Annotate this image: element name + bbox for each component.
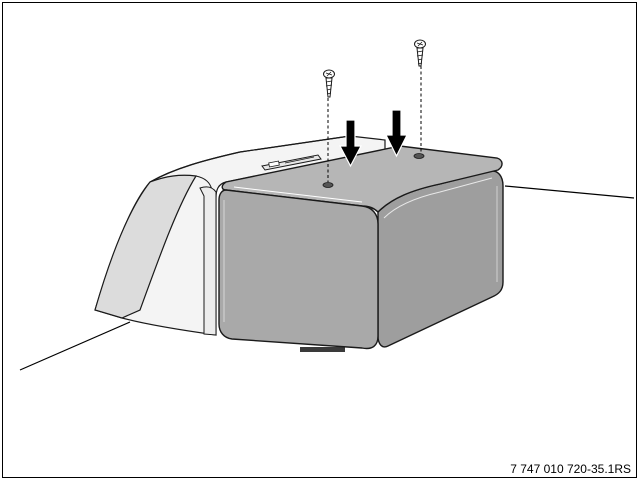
figure-code: 7 747 010 720-35.1RS xyxy=(510,462,631,476)
cover-screw-hole-left xyxy=(322,182,334,188)
boiler-unit-side-panel xyxy=(94,174,198,319)
handle-slot-icon xyxy=(261,154,322,171)
boiler-unit-front-strip xyxy=(199,186,217,336)
screw-icon xyxy=(323,69,335,98)
screw-icon xyxy=(414,39,426,67)
cover-front-face xyxy=(218,189,379,350)
cover-side-highlight xyxy=(383,177,493,219)
down-arrow-icon xyxy=(339,119,362,168)
boiler-unit-top-edge xyxy=(149,135,351,183)
down-arrow-icon xyxy=(385,109,408,158)
boiler-unit-base xyxy=(300,347,345,352)
cover-top-face xyxy=(221,145,503,213)
protective-cover xyxy=(218,145,504,350)
screw-guide-lines xyxy=(327,66,422,182)
floor-lines xyxy=(19,185,635,371)
floor-line-left xyxy=(19,321,131,371)
cover-top-highlight xyxy=(233,186,363,203)
floor-line-right xyxy=(504,185,635,199)
boiler-unit xyxy=(94,135,386,352)
cover-screw-hole-right xyxy=(413,153,425,159)
